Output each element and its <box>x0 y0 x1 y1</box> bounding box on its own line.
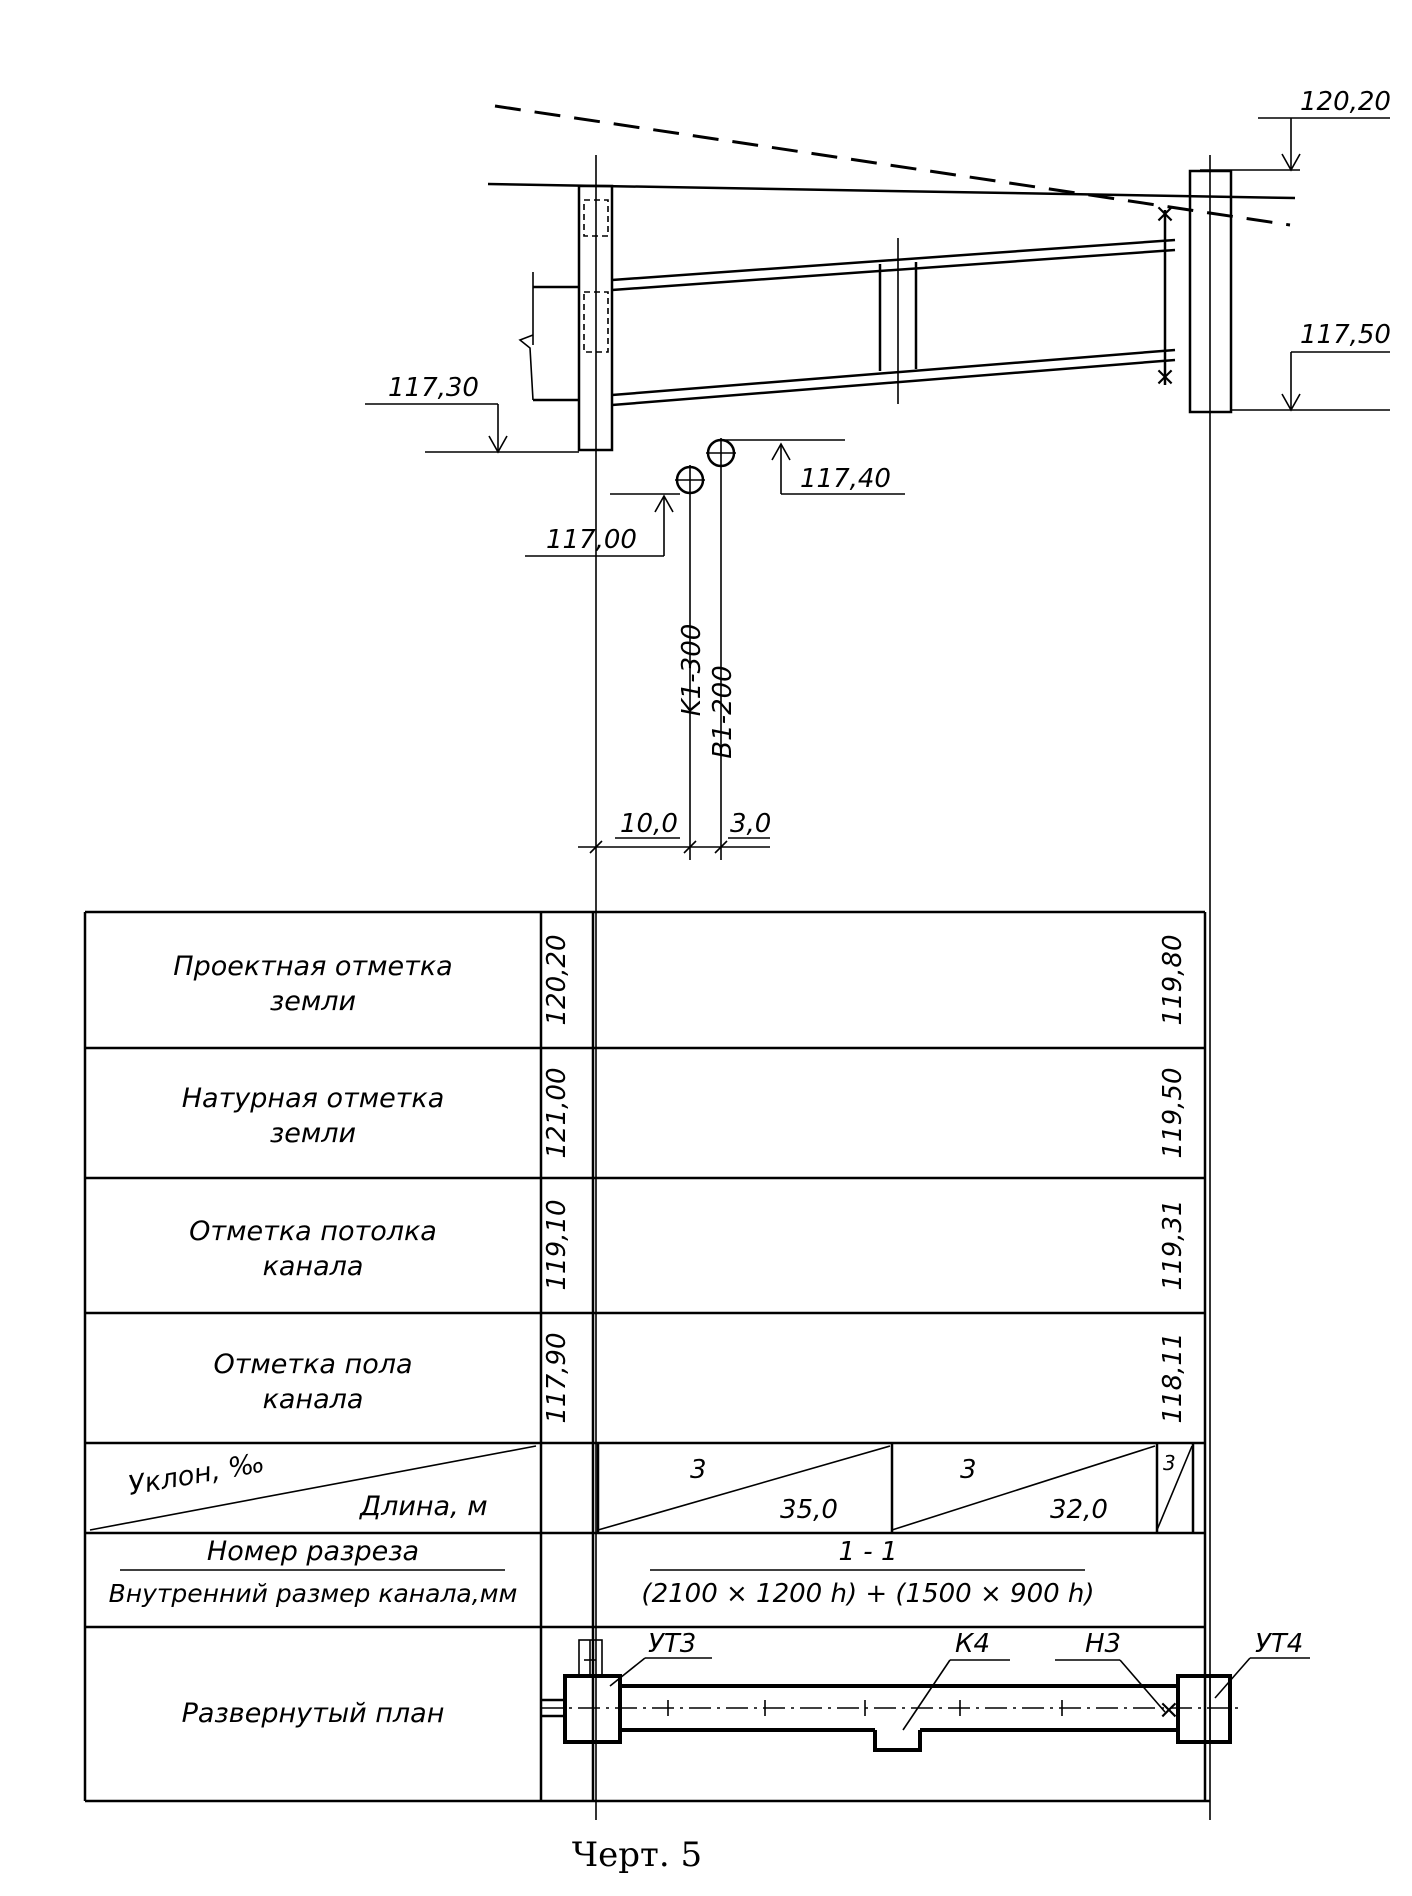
segment-slope: 3 <box>690 1455 707 1485</box>
row-end-value: 118,11 <box>1158 1333 1188 1424</box>
table-row: Натурная отметка земли 121,00 119,50 <box>182 1068 1188 1159</box>
channel-walls <box>611 238 1176 407</box>
slope-label: Уклон, ‰ <box>126 1447 267 1501</box>
section-number-value: 1 - 1 <box>839 1537 898 1567</box>
elevation-117-30: 117,30 <box>388 373 479 403</box>
inner-size-value: (2100 × 1200 h) + (1500 × 900 h) <box>641 1579 1094 1609</box>
elevation-mark-left: 117,30 <box>365 373 579 454</box>
row-start-value: 121,00 <box>542 1068 572 1159</box>
table-row: Отметка пола канала 117,90 118,11 <box>213 1333 1188 1424</box>
section-row: Номер разреза Внутренний размер канала,м… <box>109 1536 1095 1609</box>
row-end-value: 119,50 <box>1158 1068 1188 1159</box>
plan-mark-ut4: УТ4 <box>1255 1629 1303 1659</box>
section-number-label: Номер разреза <box>207 1536 419 1567</box>
row-label-line1: Отметка потолка <box>189 1216 437 1247</box>
plan-mark-n3: Н3 <box>1085 1629 1121 1659</box>
figure-caption: Черт. 5 <box>572 1835 702 1875</box>
inner-size-label: Внутренний размер канала,мм <box>109 1579 518 1608</box>
segment-slope: 3 <box>960 1455 977 1485</box>
svg-text:×: × <box>1158 1695 1180 1725</box>
table-row: Проектная отметка земли 120,20 119,80 <box>173 935 1188 1026</box>
row-label-line1: Проектная отметка <box>173 951 452 982</box>
pipe-k1-label: K1-300 <box>677 624 707 717</box>
row-label-line1: Отметка пола <box>213 1349 412 1380</box>
elevation-117-50: 117,50 <box>1300 320 1391 350</box>
svg-text:×: × <box>1154 362 1176 392</box>
segment-slope: 3 <box>1163 1451 1176 1475</box>
plan-label: Развернутый план <box>182 1698 445 1729</box>
row-label-line2: канала <box>263 1384 364 1415</box>
segment-length: 32,0 <box>1050 1495 1108 1525</box>
row-start-value: 117,90 <box>542 1333 572 1424</box>
length-label: Длина, м <box>359 1491 488 1522</box>
row-start-value: 119,10 <box>542 1200 572 1291</box>
row-label-line1: Натурная отметка <box>182 1083 445 1114</box>
plan-row: Развернутый план × <box>182 1629 1310 1752</box>
offset-10-0: 10,0 <box>620 809 678 839</box>
natural-ground-line <box>487 182 1296 200</box>
row-end-value: 119,80 <box>1158 935 1188 1026</box>
right-chamber: × × <box>1154 155 1233 1820</box>
left-chamber <box>518 155 614 500</box>
elevation-117-40: 117,40 <box>800 464 891 494</box>
elevation-mark-top-right: 120,20 <box>1200 87 1391 172</box>
offset-dimensions: 10,0 3,0 <box>578 809 771 854</box>
table-row: Отметка потолка канала 119,10 119,31 <box>189 1200 1188 1291</box>
svg-text:×: × <box>1154 199 1176 229</box>
row-label-line2: земли <box>270 986 356 1017</box>
profile-table: Проектная отметка земли 120,20 119,80 На… <box>83 910 1310 1803</box>
row-label-line2: земли <box>270 1118 356 1149</box>
slope-length-row: Уклон, ‰ Длина, м 3 35,0 3 32,0 3 <box>89 1443 1195 1533</box>
pipe-k1 <box>675 465 705 860</box>
segment-length: 35,0 <box>780 1495 838 1525</box>
plan-mark-k4: К4 <box>955 1629 990 1659</box>
row-start-value: 120,20 <box>542 935 572 1026</box>
elevation-mark-k1: 117,00 <box>525 493 680 557</box>
pipe-b1 <box>706 438 736 860</box>
offset-3-0: 3,0 <box>730 809 771 839</box>
pipe-b1-label: B1-200 <box>708 665 738 758</box>
elevation-mark-b1: 117,40 <box>721 439 905 495</box>
design-ground-dashed-line <box>494 104 1291 227</box>
elevation-120-20: 120,20 <box>1300 87 1391 117</box>
row-label-line2: канала <box>263 1251 364 1282</box>
plan-mark-ut3: УТ3 <box>648 1629 696 1659</box>
elevation-mark-right: 117,50 <box>1231 320 1391 412</box>
elevation-117-00: 117,00 <box>546 525 637 555</box>
profile-section: × × 120,20 117,50 117,30 <box>365 87 1391 1820</box>
row-end-value: 119,31 <box>1158 1200 1188 1291</box>
